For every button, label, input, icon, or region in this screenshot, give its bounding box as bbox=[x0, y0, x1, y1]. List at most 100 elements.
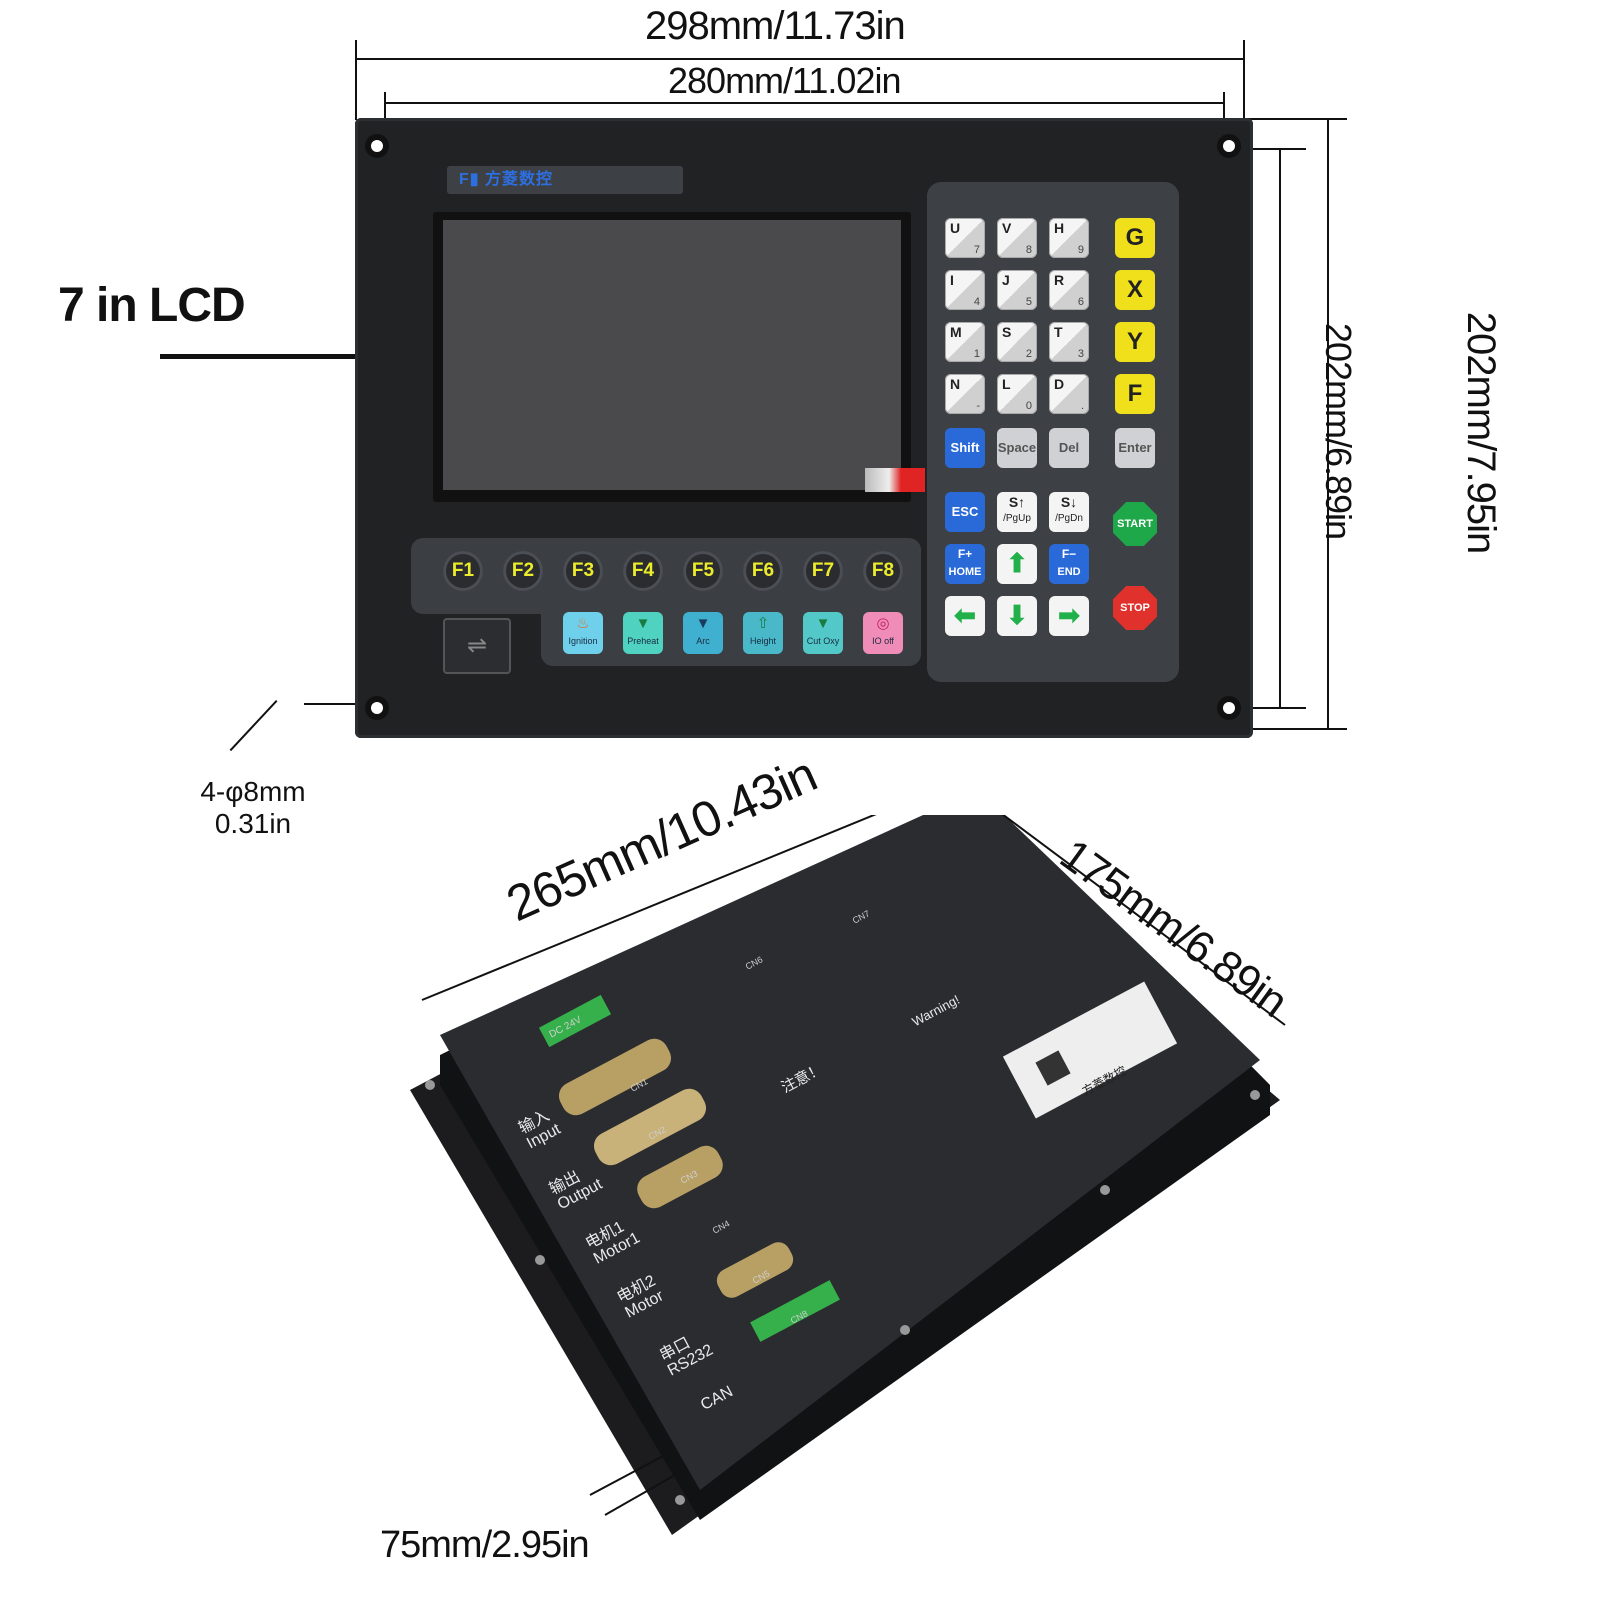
home-key[interactable]: F+HOME bbox=[945, 544, 985, 584]
arrow-right-key[interactable]: ➡ bbox=[1049, 596, 1089, 636]
cut-oxy-key[interactable]: ▼ Cut Oxy bbox=[803, 612, 843, 654]
end-label: END bbox=[1057, 566, 1081, 578]
key-n[interactable]: N- bbox=[945, 374, 985, 414]
preheat-key[interactable]: ▼Preheat bbox=[623, 612, 663, 654]
key-d-sub: . bbox=[1080, 400, 1084, 412]
brand-logo: F▮ bbox=[459, 171, 486, 188]
height-icon: ⇧ bbox=[756, 615, 770, 632]
mount-holes-size-in: 0.31in bbox=[214, 808, 292, 839]
key-t-main: T bbox=[1054, 324, 1063, 340]
usb-port[interactable]: ⇌ bbox=[443, 618, 511, 674]
mount-screw bbox=[371, 702, 383, 714]
key-d-main: D bbox=[1054, 376, 1065, 392]
width-dim-line bbox=[1001, 815, 1286, 1026]
torch-icon: ▼ bbox=[695, 615, 711, 632]
key-i-main: I bbox=[950, 272, 954, 288]
key-h-main: H bbox=[1054, 220, 1065, 236]
thickness-dim-line bbox=[589, 1454, 666, 1496]
f5-key[interactable]: F5 bbox=[683, 551, 723, 591]
key-n-main: N bbox=[950, 376, 961, 392]
key-v-sub: 8 bbox=[1025, 244, 1032, 256]
product-label-sticker bbox=[1002, 981, 1178, 1119]
key-i-sub: 4 bbox=[973, 296, 980, 308]
start-button[interactable]: START bbox=[1113, 502, 1157, 546]
flame-icon: ♨ bbox=[576, 615, 590, 632]
f4-key[interactable]: F4 bbox=[623, 551, 663, 591]
key-x[interactable]: X bbox=[1115, 270, 1155, 310]
f3-key[interactable]: F3 bbox=[563, 551, 603, 591]
home-top-label: F+ bbox=[957, 547, 973, 561]
protective-film-tab bbox=[865, 468, 925, 492]
torch-icon: ▼ bbox=[815, 615, 831, 632]
f6-key[interactable]: F6 bbox=[743, 551, 783, 591]
f2-key[interactable]: F2 bbox=[503, 551, 543, 591]
f8-key[interactable]: F8 bbox=[863, 551, 903, 591]
ignition-key[interactable]: ♨ Ignition bbox=[563, 612, 603, 654]
key-j-sub: 5 bbox=[1025, 296, 1032, 308]
thickness-label: 75mm/2.95in bbox=[380, 1524, 590, 1566]
shift-key[interactable]: Shift bbox=[945, 428, 985, 468]
flange-screw bbox=[425, 1080, 435, 1090]
io-off-key[interactable]: ◎ IO off bbox=[863, 612, 903, 654]
height-key[interactable]: ⇧ Height bbox=[743, 612, 783, 654]
cn3-connector bbox=[637, 1145, 723, 1209]
s-down-pgdn-key[interactable]: S↓/PgDn bbox=[1049, 492, 1089, 532]
space-key[interactable]: Space bbox=[997, 428, 1037, 468]
cn1-connector bbox=[558, 1038, 672, 1116]
key-j-main: J bbox=[1002, 272, 1010, 288]
key-r-sub: 6 bbox=[1077, 296, 1084, 308]
mount-screw bbox=[1223, 140, 1235, 152]
lcd-screen bbox=[443, 220, 901, 490]
key-l-sub: 0 bbox=[1025, 400, 1032, 412]
arrow-down-key[interactable]: ⬇ bbox=[997, 596, 1037, 636]
cn2-connector bbox=[593, 1088, 707, 1166]
key-s-sub: 2 bbox=[1025, 348, 1032, 360]
f7-key[interactable]: F7 bbox=[803, 551, 843, 591]
housing-top bbox=[440, 815, 1260, 1490]
cn8-terminal bbox=[750, 1280, 840, 1342]
s-down-label: S↓ bbox=[1060, 494, 1078, 510]
mount-holes-label: 4-φ8mm 0.31in bbox=[192, 776, 314, 840]
end-key[interactable]: F−END bbox=[1049, 544, 1089, 584]
cut-oxy-label: Cut Oxy bbox=[806, 636, 840, 646]
io-off-label: IO off bbox=[872, 636, 894, 646]
arrow-left-key[interactable]: ⬅ bbox=[945, 596, 985, 636]
stop-button[interactable]: STOP bbox=[1113, 586, 1157, 630]
lcd-callout: 7 in LCD bbox=[58, 279, 246, 332]
esc-key[interactable]: ESC bbox=[945, 492, 985, 532]
dc-24v-terminal bbox=[538, 994, 612, 1048]
height-label: Height bbox=[749, 636, 776, 646]
key-g[interactable]: G bbox=[1115, 218, 1155, 258]
thickness-dim-line bbox=[604, 1474, 676, 1516]
ignition-label: Ignition bbox=[568, 636, 598, 646]
flange-screw bbox=[900, 1325, 910, 1335]
key-s-main: S bbox=[1002, 324, 1012, 340]
pgup-label: /PgUp bbox=[1003, 513, 1031, 524]
del-key[interactable]: Del bbox=[1049, 428, 1089, 468]
cn5-connector bbox=[716, 1242, 794, 1298]
s-up-pgup-key[interactable]: S↑/PgUp bbox=[997, 492, 1037, 532]
usb-icon: ⇌ bbox=[466, 632, 488, 659]
f1-key[interactable]: F1 bbox=[443, 551, 483, 591]
arc-label: Arc bbox=[696, 636, 710, 646]
flange-screw bbox=[1100, 1185, 1110, 1195]
enter-key[interactable]: Enter bbox=[1115, 428, 1155, 468]
arc-key[interactable]: ▼ Arc bbox=[683, 612, 723, 654]
arrow-up-icon: ⬆ bbox=[1006, 548, 1028, 578]
power-icon: ◎ bbox=[876, 615, 890, 632]
key-y[interactable]: Y bbox=[1115, 322, 1155, 362]
key-d[interactable]: D. bbox=[1049, 374, 1089, 414]
key-f[interactable]: F bbox=[1115, 374, 1155, 414]
arrow-up-key[interactable]: ⬆ bbox=[997, 544, 1037, 584]
